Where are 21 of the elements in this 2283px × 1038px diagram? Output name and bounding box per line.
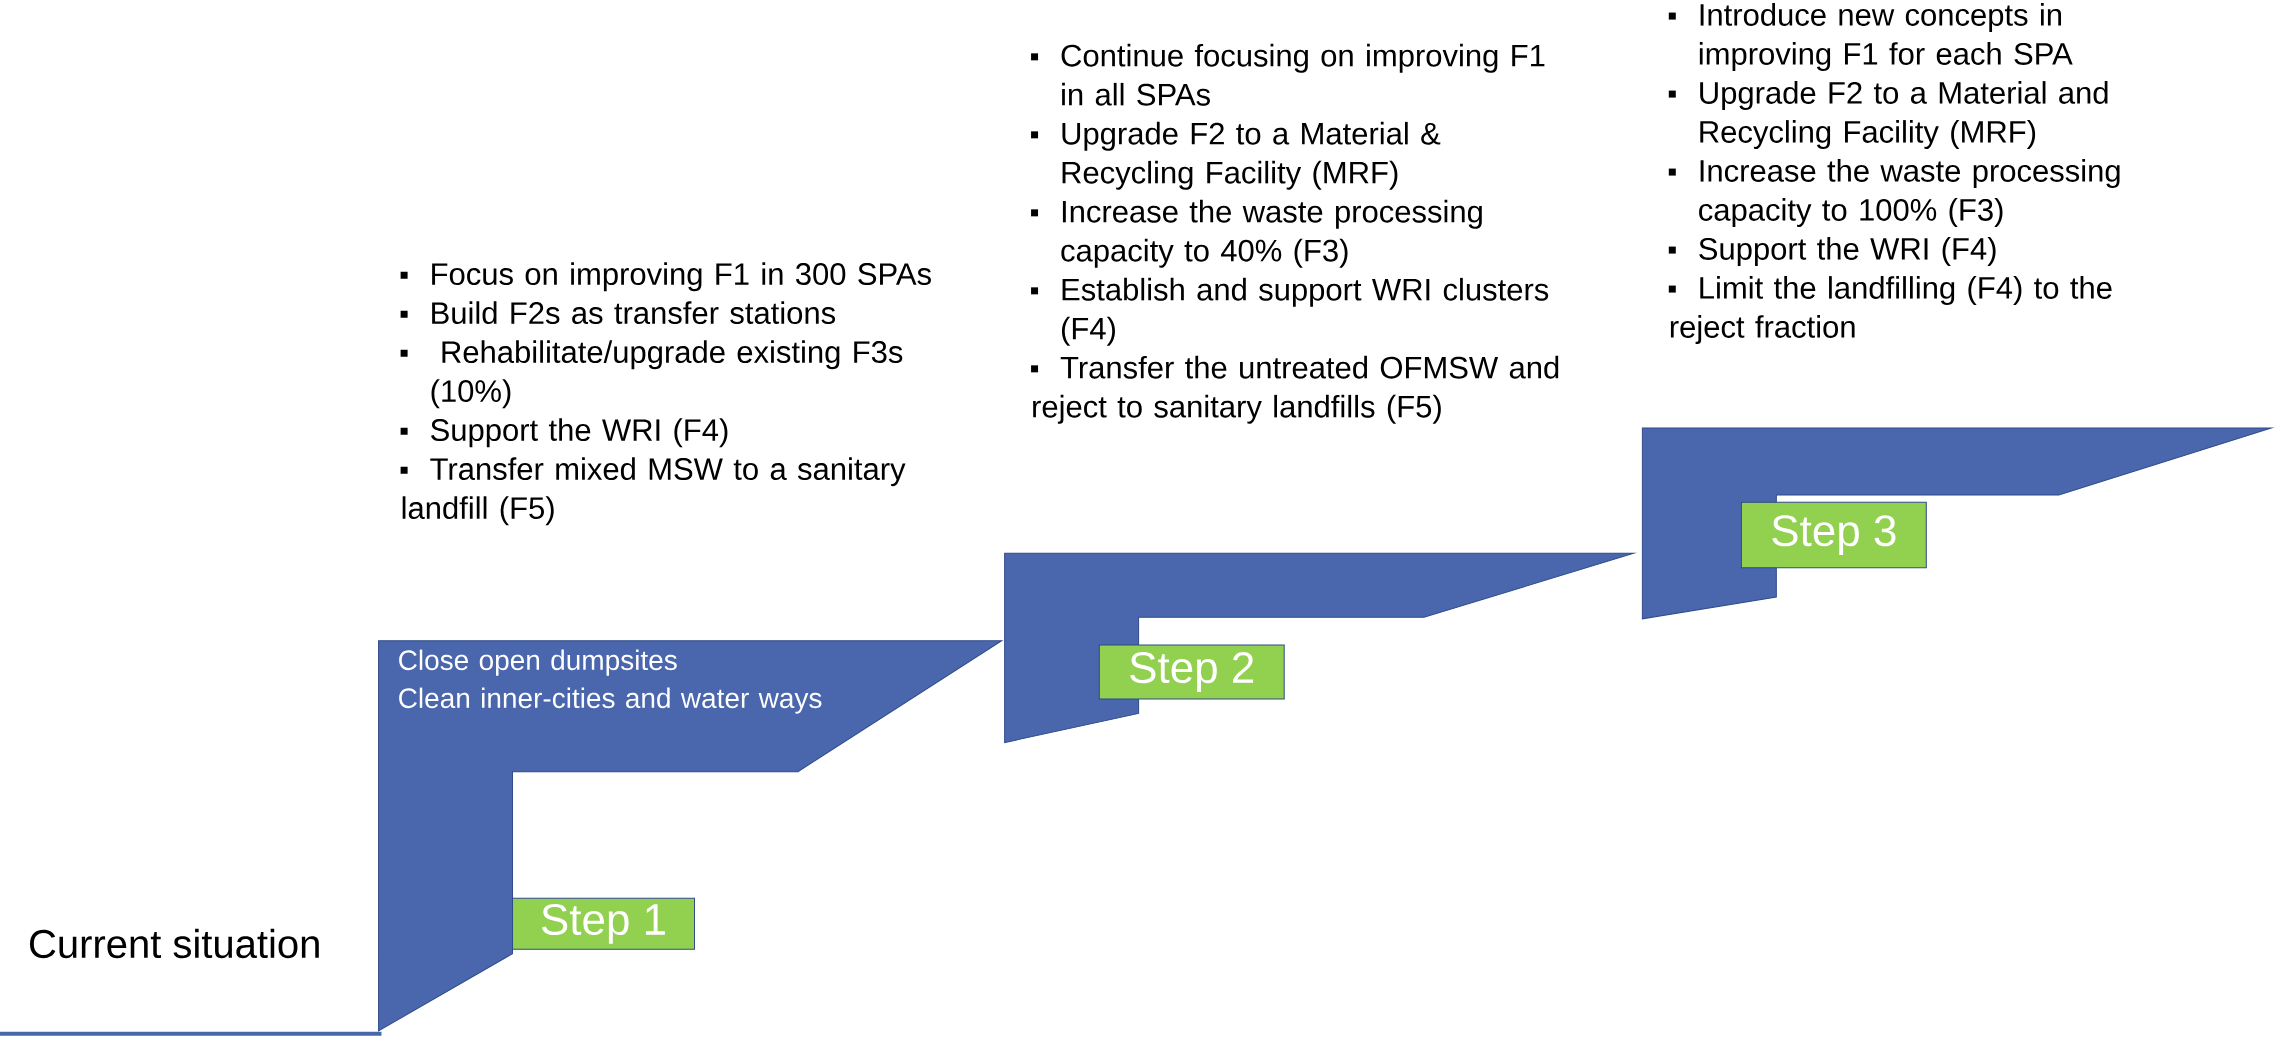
- step-label: Step 3: [1740, 501, 1927, 569]
- bullet-item: Focus on improving F1 in 300 SPAs: [400, 262, 931, 292]
- step-label: Step 2: [1098, 644, 1285, 700]
- bullet-item: Transfer the untreated OFMSW and reject to sanitary landfills (F5): [1031, 355, 1559, 424]
- bullet-item: Build F2s as transfer stations: [400, 301, 836, 324]
- bullet-item: Rehabilitate/upgrade existing F3s (10%): [400, 340, 903, 409]
- step-label: Step 1: [512, 897, 695, 950]
- bullet-item: Transfer mixed MSW to a sanitary landfill (F5): [400, 457, 906, 526]
- bullet-item: Limit the landfilling (F4) to the reject fraction: [1668, 276, 2112, 344]
- bullet-item: Increase the waste processing capacity to 40% (F3): [1031, 199, 1482, 268]
- situation-label: Current situation: [30, 928, 319, 959]
- bullet-item: Upgrade F2 to a Material and Recycling Facility (MRF): [1668, 81, 2108, 149]
- bullet-item: Introduce new concepts in improving F1 for each SPA: [1668, 3, 2073, 71]
- step-shape: [1004, 552, 1635, 743]
- bullet-item: Establish and support WRI clusters (F4): [1031, 277, 1549, 346]
- step-shape: [1641, 427, 2272, 620]
- bullet-item: Continue focusing on improving F1 in all SPAs: [1031, 43, 1545, 106]
- bullet-item: Support the WRI (F4): [1668, 237, 1996, 266]
- bullet-item: Support the WRI (F4): [400, 418, 728, 448]
- bullet-item: Upgrade F2 to a Material & Recycling Facility (MRF): [1031, 121, 1441, 190]
- bullet-item: Increase the waste processing capacity to 100% (F3): [1668, 159, 2120, 227]
